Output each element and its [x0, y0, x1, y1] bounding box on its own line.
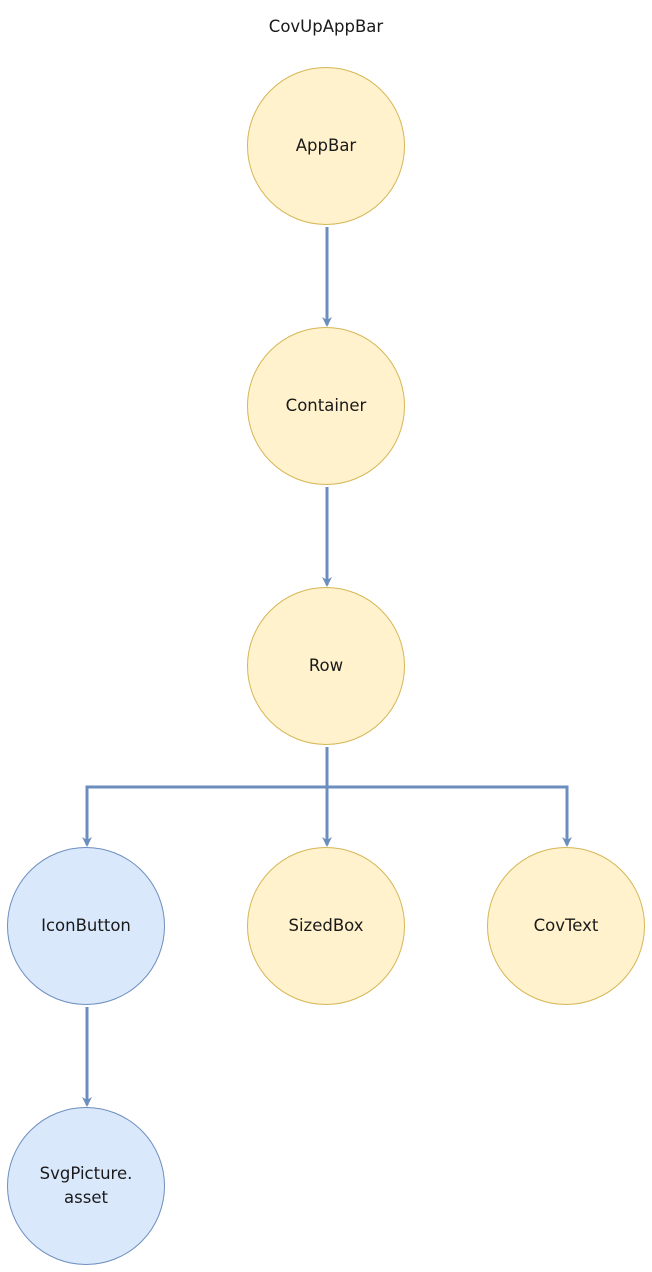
- node-iconbutton-label: IconButton: [41, 916, 131, 935]
- node-iconbutton: IconButton: [7, 847, 165, 1005]
- edge-row-covtext: [325, 747, 572, 847]
- node-appbar-label: AppBar: [295, 136, 357, 155]
- node-svgpicture-asset: SvgPicture. asset: [7, 1107, 165, 1265]
- node-sizedbox: SizedBox: [247, 847, 405, 1005]
- node-sizedbox-label: SizedBox: [288, 916, 364, 935]
- node-container-label: Container: [285, 396, 367, 415]
- diagram-title: CovUpAppBar: [268, 17, 384, 36]
- node-container: Container: [247, 327, 405, 485]
- edge-row-iconbutton: [82, 747, 329, 847]
- node-svgpicture-asset-label: SvgPicture. asset: [39, 1164, 133, 1207]
- node-row-label: Row: [308, 656, 344, 675]
- node-row: Row: [247, 587, 405, 745]
- node-appbar: AppBar: [247, 67, 405, 225]
- node-covtext: CovText: [487, 847, 645, 1005]
- node-covtext-label: CovText: [533, 916, 599, 935]
